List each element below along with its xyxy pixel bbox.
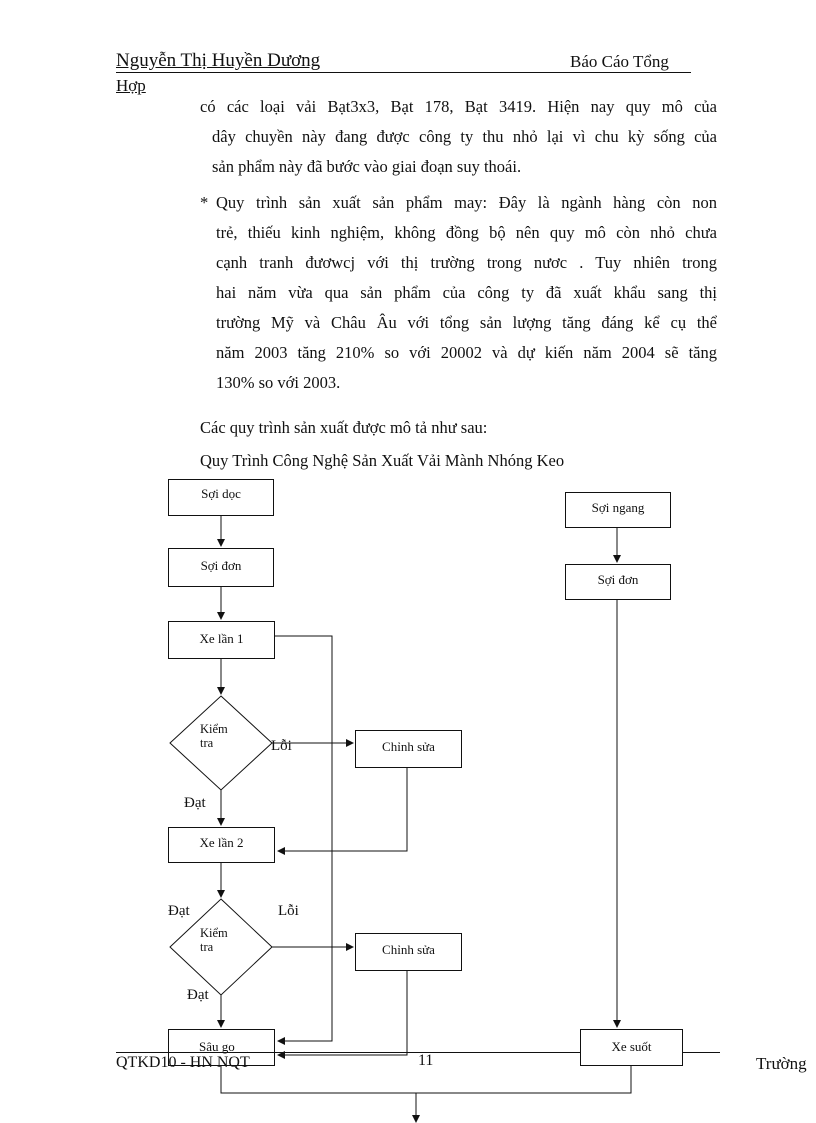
para2-line-6: năm 2003 tăng 210% so với 20002 và dự ki… (216, 343, 717, 362)
footer-rule (116, 1052, 720, 1053)
paragraph-2: Quy trình sản xuất sản phẩm may: Đây là … (216, 188, 717, 398)
box-xe-lan-1: Xe lần 1 (168, 621, 275, 659)
decision-1-line-2: tra (200, 736, 214, 750)
label-dat-3: Đạt (187, 987, 209, 1003)
paragraph-1: có các loại vải Bạt3x3, Bạt 178, Bạt 341… (200, 92, 717, 182)
box-soi-doc: Sợi dọc (168, 479, 274, 516)
header-title-continued: Hợp (116, 76, 146, 95)
label-loi-2: Lỗi (278, 903, 299, 919)
decision-diamond-2 (169, 898, 273, 996)
box-soi-don-right-label: Sợi đơn (597, 572, 639, 587)
para2-line-4: hai năm vừa qua sản phẩm của công ty đã … (216, 283, 717, 302)
decision-diamond-1 (169, 695, 273, 791)
box-soi-ngang: Sợi ngang (565, 492, 671, 528)
para1-line-2: dây chuyền này đang được công ty thu nhỏ… (212, 127, 717, 146)
para2-line-3: cạnh tranh đươwcj với thị trường trong n… (216, 253, 717, 272)
box-soi-don-left: Sợi đơn (168, 548, 274, 587)
box-xe-suot: Xe suốt (580, 1029, 683, 1066)
decision-2-text: Kiểm tra (200, 926, 228, 954)
para1-line-3: sản phẩm này đã bước vào giai đoạn suy t… (212, 157, 522, 176)
footer-left: QTKD10 - HN NQT (116, 1054, 250, 1071)
box-soi-don-left-label: Sợi đơn (200, 558, 242, 573)
label-dat-2: Đạt (168, 903, 190, 919)
decision-1-line-1: Kiểm (200, 722, 228, 736)
decision-2-line-1: Kiểm (200, 926, 228, 940)
box-xe-lan-1-label: Xe lần 1 (199, 631, 244, 646)
header-author: Nguyễn Thị Huyền Dương (116, 50, 321, 71)
box-sau-go-label: Sâu go (199, 1039, 235, 1054)
header-rule (116, 72, 691, 73)
para1-line-1: có các loại vải Bạt3x3, Bạt 178, Bạt 341… (200, 97, 717, 116)
diagram-title: Quy Trình Công Nghệ Sản Xuất Vải Mành Nh… (200, 451, 565, 470)
box-chinh-sua-1-label: Chỉnh sửa (382, 739, 435, 754)
box-soi-ngang-label: Sợi ngang (591, 500, 645, 515)
box-chinh-sua-2: Chỉnh sửa (355, 933, 462, 971)
box-sau-go: Sâu go (168, 1029, 275, 1066)
box-chinh-sua-2-label: Chỉnh sửa (382, 942, 435, 957)
label-dat-1: Đạt (184, 795, 206, 811)
label-loi-1: Lỗi (271, 738, 292, 754)
decision-1-text: Kiểm tra (200, 722, 228, 750)
box-xe-lan-2-label: Xe lần 2 (199, 835, 244, 850)
intro-line: Các quy trình sản xuất được mô tả như sa… (200, 418, 488, 437)
box-xe-lan-2: Xe lần 2 (168, 827, 275, 863)
para2-line-7: 130% so với 2003. (216, 373, 341, 392)
footer-right: Trường (756, 1054, 807, 1073)
box-chinh-sua-1: Chỉnh sửa (355, 730, 462, 768)
para2-line-5: trường Mỹ và Châu Âu với tổng sản lượng … (216, 313, 717, 332)
footer-page-number: 11 (418, 1052, 434, 1069)
bullet-marker: * (200, 193, 209, 212)
para2-line-1: Quy trình sản xuất sản phẩm may: Đây là … (216, 193, 717, 212)
decision-2-line-2: tra (200, 940, 214, 954)
header-title: Báo Cáo Tổng (570, 52, 669, 71)
para2-line-2: trẻ, thiếu kinh nghiệm, không đồng bộ nê… (216, 223, 717, 242)
box-xe-suot-label: Xe suốt (611, 1039, 652, 1054)
box-soi-doc-label: Sợi dọc (201, 486, 241, 501)
box-soi-don-right: Sợi đơn (565, 564, 671, 600)
